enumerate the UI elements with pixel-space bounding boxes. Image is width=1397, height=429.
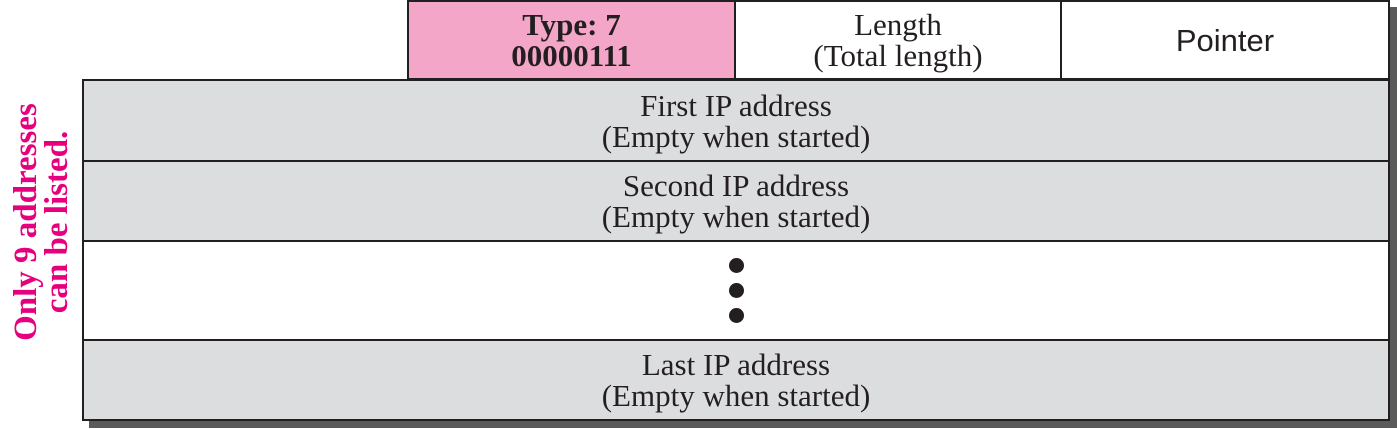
first-ip-address-field: First IP address (Empty when started): [82, 79, 1390, 162]
last-ip-address-field: Last IP address (Empty when started): [82, 339, 1390, 421]
ellipsis-dot-3: [728, 308, 744, 323]
first-ip-empty-note: (Empty when started): [601, 118, 871, 154]
total-length-label: (Total length): [813, 38, 983, 73]
type-binary-label: 00000111: [511, 38, 632, 73]
pointer-field: Pointer: [1060, 0, 1390, 80]
address-limit-line1: Only 9 addresses: [8, 103, 44, 341]
ellipsis-field: [82, 240, 1390, 341]
pointer-label: Pointer: [1175, 22, 1275, 58]
length-field: Length (Total length): [734, 0, 1062, 80]
type-value-label: Type: 7: [522, 7, 621, 42]
second-ip-address-field: Second IP address (Empty when started): [82, 160, 1390, 242]
ellipsis-dot-2: [728, 283, 744, 298]
second-ip-empty-note: (Empty when started): [601, 199, 871, 234]
length-label: Length: [854, 7, 942, 42]
last-ip-address-label: Last IP address: [641, 347, 831, 382]
type-field: Type: 7 00000111: [407, 0, 736, 80]
address-limit-note: Only 9 addresses can be listed.: [8, 103, 75, 341]
ellipsis-dot-1: [728, 258, 744, 273]
last-ip-empty-note: (Empty when started): [601, 378, 871, 413]
address-limit-line2: can be listed.: [39, 130, 75, 314]
first-ip-address-label: First IP address: [640, 87, 832, 123]
second-ip-address-label: Second IP address: [622, 168, 850, 203]
